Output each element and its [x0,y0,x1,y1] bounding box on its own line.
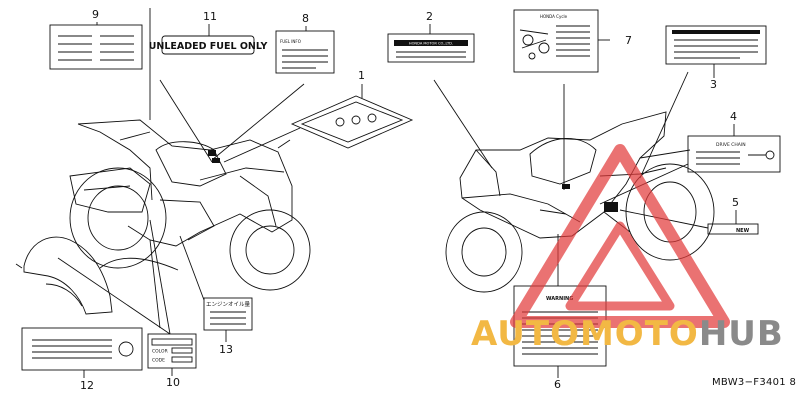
motorcycle-right-illustration [445,111,715,293]
label-1-diamond [290,95,414,149]
label-10-color: COLOR [152,349,168,355]
label-13-text: エンジンオイル量 [206,301,251,308]
label-8-plate [275,30,335,74]
callout-3: 3 [710,78,717,91]
drawing-code: MBW3−F3401 8 [712,377,796,388]
watermark-text: AUTOMOTOHUB [471,317,784,351]
label-2-plate [387,33,475,63]
callout-11: 11 [203,10,217,23]
watermark-part-automoto: AUTOMOTO [471,314,699,354]
label-6-text: WARNING [546,296,573,302]
callout-13: 13 [219,343,233,356]
solid-details [208,30,760,212]
callout-2: 2 [426,10,433,23]
label-10-code: CODE [152,358,165,364]
seat-illustration [15,236,179,315]
label-3-plate [665,25,767,65]
watermark-triangle [510,144,730,328]
motorcycle-left-illustration [69,119,311,291]
callout-4: 4 [730,110,737,123]
callout-5: 5 [732,196,739,209]
label-7-text: HONDA Cycle [540,14,568,19]
watermark-part-hub: HUB [698,314,784,354]
label-7-plate [513,9,599,73]
callout-10: 10 [166,376,180,389]
callout-9: 9 [92,8,99,21]
label-11-text: UNLEADED FUEL ONLY [149,41,268,52]
label-9-plate [49,24,143,70]
callout-12: 12 [80,379,94,392]
callout-6: 6 [554,378,561,391]
drawing-code-main: MBW3−F3401 [712,377,786,388]
callout-1: 1 [358,69,365,82]
label-5-plate [707,223,759,235]
label-12-plate [21,327,143,371]
label-4-text: DRIVE CHAIN [716,142,746,148]
label-2-text: HONDA MOTOR CO.,LTD. [409,42,453,46]
label-13-plate [203,297,253,331]
label-4-plate [687,135,781,173]
callout-7: 7 [625,34,632,47]
label-5-text: NEW [736,228,750,234]
label-8-text: FUEL INFO [280,39,301,44]
callout-8: 8 [302,12,309,25]
label-11-plate [161,35,255,55]
drawing-code-suffix: 8 [789,377,797,388]
